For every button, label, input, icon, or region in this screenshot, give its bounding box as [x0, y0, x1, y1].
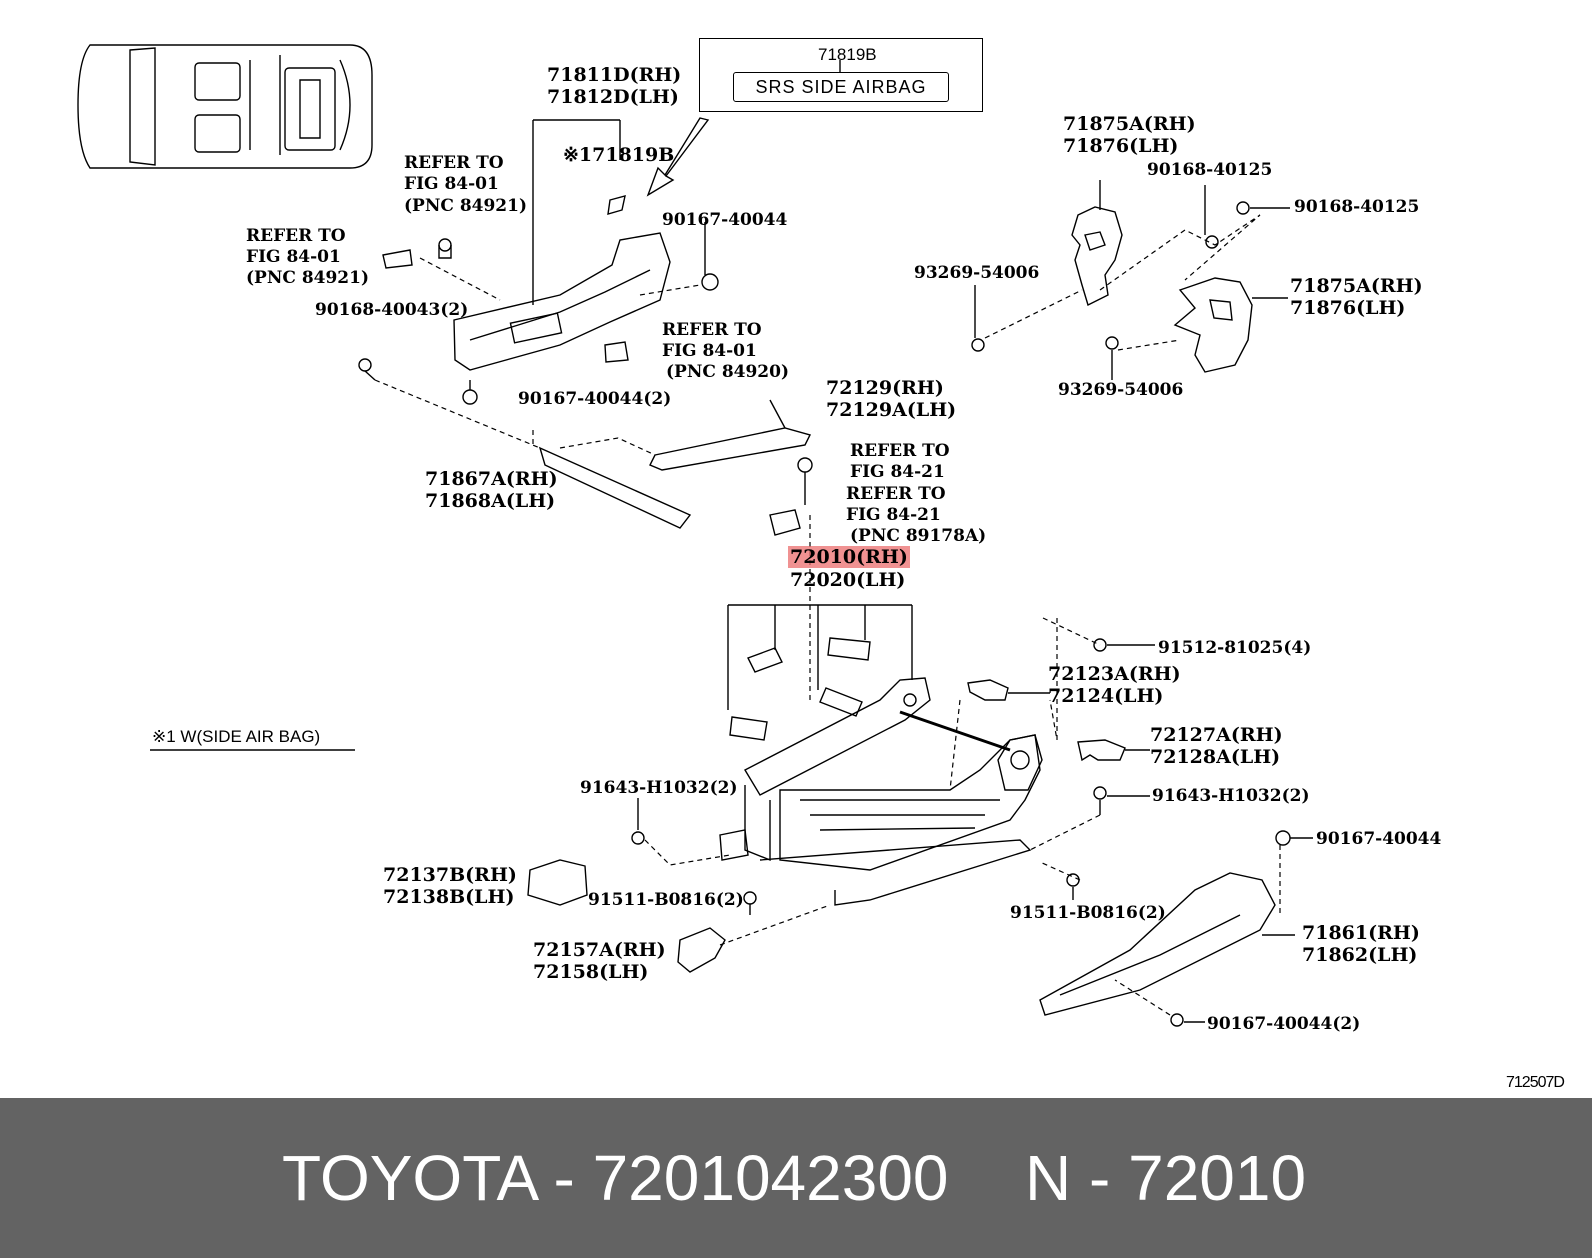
bolt-93269-54006[interactable]: 93269-54006: [914, 263, 1040, 283]
part-72157a[interactable]: 72157A(RH): [533, 939, 666, 961]
part-71876[interactable]: 71876(LH): [1290, 297, 1406, 319]
front-cover-shape: [527, 859, 588, 906]
bolt-90167-40044-2[interactable]: 90167-40044(2): [518, 389, 672, 409]
refer-label: REFER TO: [846, 484, 946, 504]
part-71862[interactable]: 71862(LH): [1302, 944, 1418, 966]
bolt-90168-40125[interactable]: 90168-40125: [1294, 197, 1420, 217]
bolt-91511-b0816[interactable]: 91511-B0816(2): [588, 890, 744, 910]
refer-label: REFER TO: [404, 153, 504, 173]
part-71861[interactable]: 71861(RH): [1302, 922, 1420, 944]
footer-bar: TOYOTA - 7201042300 N - 72010: [0, 1098, 1592, 1258]
hinge-cover-shapes: [1071, 206, 1253, 373]
refer-fig-link[interactable]: FIG 84-21: [846, 505, 941, 525]
part-71876[interactable]: 71876(LH): [1063, 135, 1179, 157]
refer-fig-link[interactable]: FIG 84-01: [662, 341, 757, 361]
part-71875a[interactable]: 71875A(RH): [1063, 113, 1196, 135]
bolt-90168-40125[interactable]: 90168-40125: [1147, 160, 1273, 180]
seat-adjuster-frame: [719, 677, 1043, 906]
part-71812d[interactable]: 71812D(LH): [547, 86, 679, 108]
refer-fig-link[interactable]: FIG 84-21: [850, 462, 945, 482]
bolt-91643-h1032[interactable]: 91643-H1032(2): [1152, 786, 1310, 806]
part-72124[interactable]: 72124(LH): [1048, 685, 1164, 707]
part-71868a[interactable]: 71868A(LH): [425, 490, 556, 512]
bolt-91643-h1032[interactable]: 91643-H1032(2): [580, 778, 738, 798]
seatback-cover-shape: [453, 195, 671, 371]
part-72123a[interactable]: 72123A(RH): [1048, 663, 1181, 685]
refer-label: REFER TO: [662, 320, 762, 340]
bolt-91512-81025[interactable]: 91512-81025(4): [1158, 638, 1312, 658]
airbag-note: ※1 W(SIDE AIR BAG): [152, 727, 321, 746]
bolt-93269-54006[interactable]: 93269-54006: [1058, 380, 1184, 400]
part-72158[interactable]: 72158(LH): [533, 961, 649, 983]
part-72010-text: 72010(RH): [788, 546, 910, 568]
diagram-drawing: [77, 44, 1313, 1027]
note-171819b: ※171819B: [563, 144, 675, 166]
refer-pnc: (PNC 89178A): [850, 526, 987, 546]
part-72128a[interactable]: 72128A(LH): [1150, 746, 1281, 768]
rail-bars: [538, 399, 812, 529]
refer-fig-link[interactable]: FIG 84-01: [404, 174, 499, 194]
brand-part-number: TOYOTA - 7201042300: [282, 1142, 949, 1214]
refer-label: REFER TO: [850, 441, 950, 461]
side-shield-shape: [1039, 872, 1276, 1016]
refer-fig-link[interactable]: FIG 84-01: [246, 247, 341, 267]
refer-pnc: (PNC 84920): [666, 362, 790, 382]
srs-airbag-label: SRS SIDE AIRBAG: [733, 72, 949, 102]
part-72138b[interactable]: 72138B(LH): [383, 886, 515, 908]
part-72010-highlighted[interactable]: 72010(RH): [788, 546, 910, 568]
refer-label: REFER TO: [246, 226, 346, 246]
vehicle-location-icon: [77, 44, 373, 169]
refer-pnc: (PNC 84921): [246, 268, 370, 288]
srs-airbag-callout: [699, 38, 983, 112]
parts-diagram: 71819B SRS SIDE AIRBAG 71811D(RH) 71812D…: [77, 38, 1565, 1091]
part-72129[interactable]: 72129(RH): [826, 377, 944, 399]
part-71867a[interactable]: 71867A(RH): [425, 468, 558, 490]
bolt-90168-40043[interactable]: 90168-40043(2): [315, 300, 469, 320]
bolt-90167-40044-2[interactable]: 90167-40044(2): [1207, 1014, 1361, 1034]
bolt-90167-40044[interactable]: 90167-40044: [662, 210, 788, 230]
srs-part-number: 71819B: [818, 45, 877, 64]
airbag-arrow-icon: [646, 117, 710, 197]
figure-code: 712507D: [1506, 1074, 1565, 1091]
part-72129a[interactable]: 72129A(LH): [826, 399, 957, 421]
part-72137b[interactable]: 72137B(RH): [383, 864, 517, 886]
pnc-number: N - 72010: [1025, 1142, 1307, 1214]
refer-pnc: (PNC 84921): [404, 196, 528, 216]
part-72020[interactable]: 72020(LH): [790, 569, 906, 591]
part-72127a[interactable]: 72127A(RH): [1150, 724, 1283, 746]
part-71811d[interactable]: 71811D(RH): [547, 64, 682, 86]
bolt-90167-40044[interactable]: 90167-40044: [1316, 829, 1442, 849]
bolt-91511-b0816[interactable]: 91511-B0816(2): [1010, 903, 1166, 923]
part-71875a[interactable]: 71875A(RH): [1290, 275, 1423, 297]
